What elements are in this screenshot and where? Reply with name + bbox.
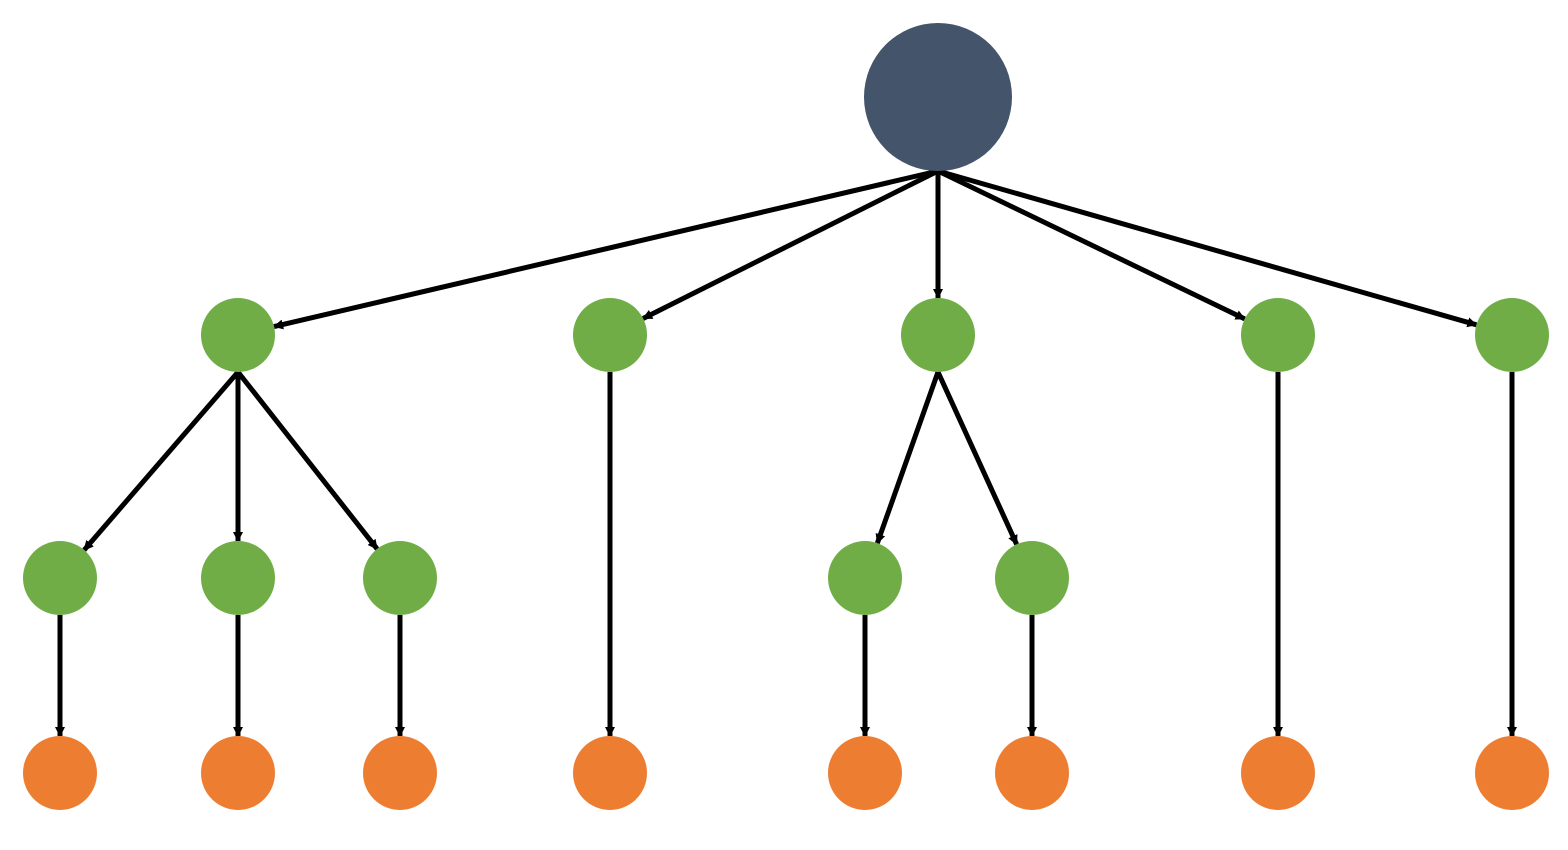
leaf-node-e-leaf: [1475, 736, 1549, 810]
internal-node-a1: [23, 541, 97, 615]
root-node-root: [864, 23, 1012, 171]
internal-node-c1: [828, 541, 902, 615]
internal-node-a: [201, 298, 275, 372]
internal-node-b: [573, 298, 647, 372]
internal-node-e: [1475, 298, 1549, 372]
nodes-layer: [23, 23, 1549, 810]
internal-node-d: [1241, 298, 1315, 372]
edges-layer: [55, 168, 1517, 737]
edge-a-to-a3: [236, 370, 380, 551]
edge-c-to-c2: [935, 370, 1019, 546]
edge-root-to-a: [273, 168, 939, 330]
edge-a-to-a1: [82, 370, 240, 552]
leaf-node-a2-leaf: [201, 736, 275, 810]
leaf-node-a1-leaf: [23, 736, 97, 810]
edge-root-to-d: [936, 168, 1246, 322]
internal-node-c2: [995, 541, 1069, 615]
edge-c-to-c1: [875, 371, 941, 545]
internal-node-c: [901, 298, 975, 372]
leaf-node-c1-leaf: [828, 736, 902, 810]
leaf-node-d-leaf: [1241, 736, 1315, 810]
edge-root-to-b: [641, 168, 940, 321]
leaf-node-a3-leaf: [363, 736, 437, 810]
internal-node-a2: [201, 541, 275, 615]
edge-root-to-e: [937, 168, 1478, 328]
leaf-node-c2-leaf: [995, 736, 1069, 810]
internal-node-a3: [363, 541, 437, 615]
leaf-node-b-leaf: [573, 736, 647, 810]
